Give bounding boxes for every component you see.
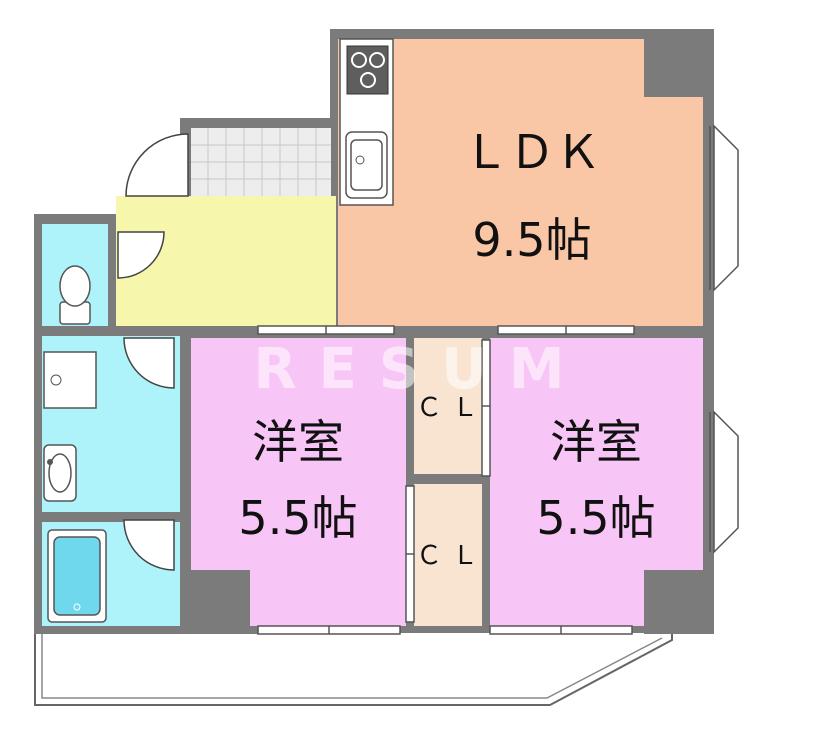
ldk-room xyxy=(338,39,703,326)
washroom-door xyxy=(123,337,175,389)
front-door xyxy=(125,133,189,197)
western-right-pillar xyxy=(644,570,714,634)
western-left-name: 洋室 xyxy=(252,415,344,469)
wash-basin-icon xyxy=(43,444,77,502)
western-left-size: 5.5帖 xyxy=(238,491,357,545)
toilet-door xyxy=(117,231,165,279)
sliding-doors xyxy=(257,325,635,635)
washing-machine-pan-icon xyxy=(43,351,97,409)
bathroom-door xyxy=(123,519,175,571)
toilet-icon xyxy=(59,265,91,325)
closet-upper-label: ＣＬ xyxy=(416,393,488,423)
ldk-name: ＬＤＫ xyxy=(463,125,601,179)
western-right-name: 洋室 xyxy=(550,415,642,469)
ldk-corner-pillar xyxy=(644,29,704,97)
tile-grid xyxy=(191,128,331,196)
stove-icon xyxy=(346,45,389,95)
watermark: RESUM xyxy=(254,337,587,402)
closet-lower xyxy=(414,484,482,626)
bathtub-icon xyxy=(47,529,107,623)
balcony-inner-line xyxy=(41,632,663,699)
doors xyxy=(117,133,189,571)
western-left-pillar xyxy=(180,570,250,634)
closet-upper xyxy=(414,338,482,474)
ldk-size: 9.5帖 xyxy=(472,213,591,267)
balcony xyxy=(34,632,673,706)
western-right-size: 5.5帖 xyxy=(536,491,655,545)
closet-lower-label: ＣＬ xyxy=(416,541,488,571)
sink-icon xyxy=(345,131,388,199)
bay-windows xyxy=(709,124,739,554)
